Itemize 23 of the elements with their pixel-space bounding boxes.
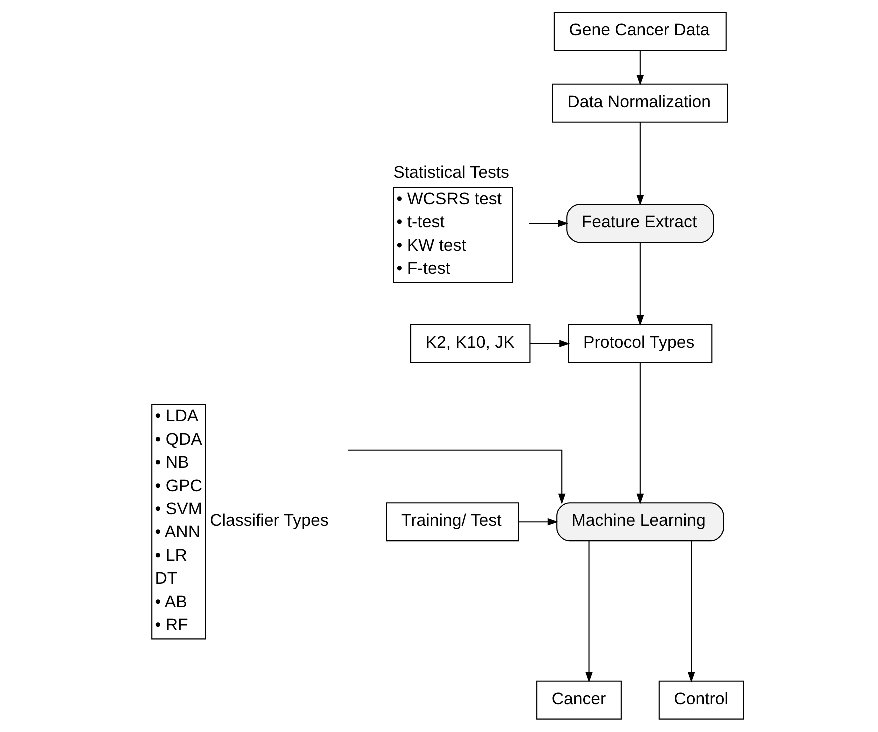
- arrow: [636, 242, 644, 326]
- arrow: [636, 362, 644, 504]
- node-label: Classifier Types: [210, 511, 328, 530]
- arrow: [530, 340, 570, 348]
- node-box: Machine Learning: [556, 502, 724, 542]
- node-label: Statistical Tests: [393, 163, 509, 182]
- node-box: • WCSRS test • t-test • KW test • F-test: [392, 187, 513, 284]
- node-box: Data Normalization: [552, 84, 728, 123]
- arrow: [636, 50, 644, 86]
- node-box: Control: [658, 680, 744, 720]
- arrow: [518, 518, 558, 526]
- arrow: [348, 450, 566, 504]
- arrow: [585, 541, 592, 683]
- node-box: K2, K10, JK: [410, 324, 530, 364]
- node-box: Gene Cancer Data: [553, 12, 726, 52]
- node-box: Training/ Test: [386, 502, 519, 542]
- node-box: • LDA • QDA • NB • GPC • SVM • ANN • LR DT • AB • RF: [151, 404, 206, 640]
- arrow: [636, 122, 644, 206]
- arrow: [528, 220, 568, 228]
- arrow: [687, 541, 695, 683]
- node-box: Cancer: [536, 680, 622, 720]
- node-box: Protocol Types: [568, 324, 712, 364]
- node-box: Feature Extract: [566, 204, 714, 244]
